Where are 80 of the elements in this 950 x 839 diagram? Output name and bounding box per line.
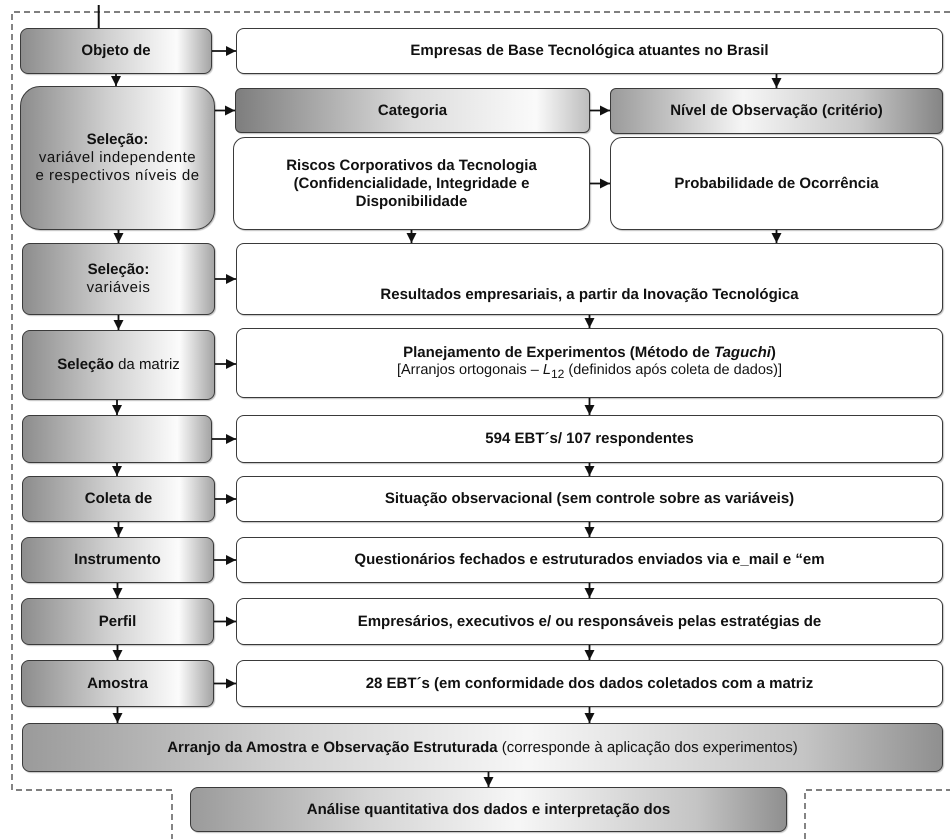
description-text: Empresas de Base Tecnológica atuantes no Brasil [410, 42, 769, 60]
step-label: Objeto de [81, 42, 151, 60]
arrow [584, 398, 594, 415]
description-box [236, 415, 943, 463]
description-text: [Arranjos ortogonais – L$_{12}$ (definidos após coleta de dados)] [396, 362, 782, 382]
step-box [22, 415, 212, 463]
arrow [212, 434, 236, 444]
arrow [772, 74, 782, 88]
step-label: Arranjo da Amostra e Observação Estruturada (corresponde à aplicação dos experimentos) [167, 738, 798, 756]
step-label: Análise quantitativa dos dados e interpretação dos [306, 800, 670, 818]
description-text: 28 EBT´s (em conformidade dos dados coletados com a matriz [366, 674, 814, 692]
step-label: variáveis [86, 279, 150, 297]
description-box [236, 660, 943, 707]
arrow [215, 494, 236, 504]
description-text: Questionários fechados e estruturados enviados via e_mail e “em [354, 551, 825, 569]
description-box [236, 537, 943, 583]
description-text: Planejamento de Experimentos (Método de Taguchi) [403, 344, 776, 362]
step-box [22, 330, 215, 400]
step-label: Coleta de [84, 490, 152, 508]
arrow [214, 678, 236, 688]
arrow [584, 645, 594, 660]
step-label: Categoria [378, 102, 448, 120]
arrow [111, 74, 121, 86]
arrow [112, 707, 122, 723]
step-label: Amostra [87, 674, 148, 692]
arrow [215, 106, 235, 116]
arrow [584, 315, 594, 328]
step-box [21, 537, 214, 583]
arrow [112, 400, 122, 415]
description-box [236, 28, 943, 74]
description-text: 594 EBT´s/ 107 respondentes [485, 430, 694, 448]
description-box [236, 328, 943, 398]
step-box [21, 660, 214, 707]
arrow [212, 46, 236, 56]
arrow [114, 230, 124, 243]
arrow [590, 178, 610, 188]
step-box [235, 88, 590, 133]
description-box [236, 598, 943, 645]
description-text: Probabilidade de Ocorrência [674, 174, 879, 192]
arrow [584, 522, 594, 537]
description-text: Resultados empresariais, a partir da Inovação Tecnológica [380, 286, 799, 304]
arrow [584, 463, 594, 476]
arrow [590, 106, 610, 116]
step-box [21, 598, 214, 645]
connector-line [98, 5, 100, 28]
description-box [610, 137, 943, 230]
step-label: Nível de Observação (critério) [670, 102, 883, 120]
arrow [114, 315, 124, 330]
arrow [772, 230, 782, 243]
step-box [20, 86, 215, 230]
arrow [215, 274, 236, 284]
description-text: Empresários, executivos e/ ou responsáveis pelas estratégias de [358, 612, 822, 630]
arrow [114, 522, 124, 537]
arrow [112, 583, 122, 598]
arrow [214, 616, 236, 626]
arrow [215, 359, 236, 369]
arrow [112, 645, 122, 660]
arrow [484, 772, 494, 787]
arrow [406, 230, 416, 243]
description-box [233, 137, 590, 230]
step-label: Seleção: [86, 131, 148, 149]
step-box [22, 476, 215, 522]
step-box [22, 723, 943, 772]
step-box [22, 243, 215, 315]
description-text: Situação observacional (sem controle sobre as variáveis) [384, 490, 794, 508]
arrow [112, 463, 122, 476]
description-box [236, 243, 943, 315]
description-box [236, 476, 943, 522]
arrow [584, 583, 594, 598]
step-label: variável independente e respectivos níveis de [35, 149, 200, 185]
arrow [584, 707, 594, 723]
description-text: Riscos Corporativos da Tecnologia (Confidencialidade, Integridade e Disponibilidade [285, 156, 538, 210]
step-label: Instrumento [74, 551, 161, 569]
arrow [214, 555, 236, 565]
step-label: Seleção da matriz [57, 356, 180, 374]
step-label: Seleção: [88, 261, 150, 279]
step-label: Perfil [98, 612, 136, 630]
step-box [610, 88, 943, 134]
step-box [190, 787, 787, 832]
step-box [20, 28, 212, 74]
